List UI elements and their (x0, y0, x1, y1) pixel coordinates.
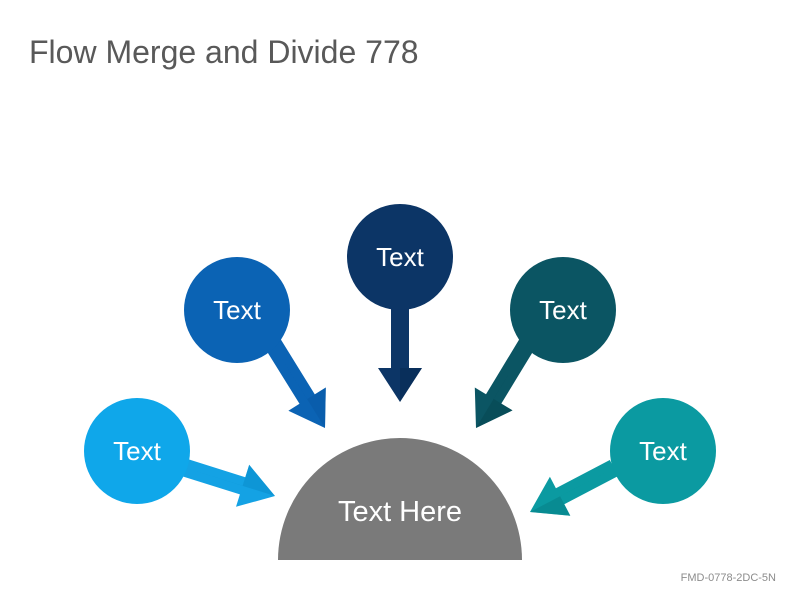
node-1-label: Text (113, 436, 161, 466)
node-4: Text (510, 257, 616, 363)
arrow-2 (265, 339, 326, 428)
arrow-5-shade (530, 468, 614, 516)
node-5: Text (610, 398, 716, 504)
node-4-label: Text (539, 295, 587, 325)
arrow-4-shade (476, 344, 527, 428)
node-3: Text (347, 204, 453, 310)
node-3-circle (347, 204, 453, 310)
product-code: FMD-0778-2DC-5N (680, 572, 776, 584)
arrow-2-shade (273, 344, 326, 428)
node-3-label: Text (376, 242, 424, 272)
arrow-4 (474, 339, 535, 428)
slide-title: Flow Merge and Divide 778 (29, 34, 419, 70)
node-5-circle (610, 398, 716, 504)
node-4-circle (510, 257, 616, 363)
arrows-layer (183, 305, 619, 516)
node-2-label: Text (213, 295, 261, 325)
center-half-circle (278, 438, 522, 560)
center-label: Text Here (338, 496, 462, 528)
center-node: Text Here (278, 438, 522, 560)
node-1-circle (84, 398, 190, 504)
arrow-1-shade (186, 464, 275, 496)
node-2-circle (184, 257, 290, 363)
node-2: Text (184, 257, 290, 363)
arrow-3-shade (400, 305, 422, 402)
node-5-label: Text (639, 436, 687, 466)
node-1: Text (84, 398, 190, 504)
